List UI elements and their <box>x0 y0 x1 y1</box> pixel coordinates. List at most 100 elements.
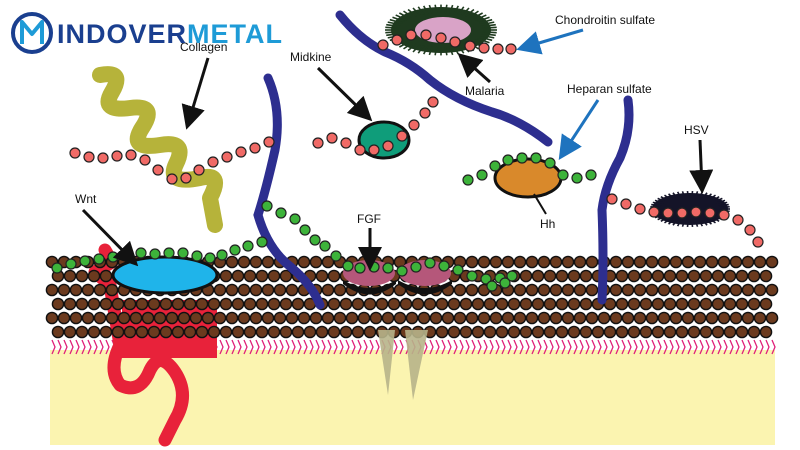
lipid-head <box>471 325 485 339</box>
arrow-heparan <box>558 99 600 161</box>
lipid-head <box>711 269 725 283</box>
glycan-bead <box>690 206 702 218</box>
glycan-bead <box>263 136 275 148</box>
label-chondroitin-sulfate: Chondroitin sulfate <box>555 13 655 27</box>
lipid-head <box>765 311 779 325</box>
lipid-head <box>525 255 539 269</box>
label-heparan-sulfate: Heparan sulfate <box>567 82 652 96</box>
arrow-hsv <box>689 139 714 194</box>
lipid-head <box>69 283 83 297</box>
lipid-head <box>207 325 221 339</box>
lipid-head <box>267 269 281 283</box>
glycan-bead <box>438 260 450 272</box>
lipid-head <box>285 311 299 325</box>
lipid-head <box>597 311 611 325</box>
lipid-head <box>189 311 203 325</box>
lipid-head <box>261 283 275 297</box>
lipid-head <box>303 325 317 339</box>
lipid-head <box>669 311 683 325</box>
glycan-bead <box>676 207 688 219</box>
lipid-head <box>639 297 653 311</box>
lipid-head <box>81 283 95 297</box>
glycan-bead <box>51 262 63 274</box>
glycan-bead <box>242 240 254 252</box>
lipid-head <box>471 297 485 311</box>
glycan-bead <box>499 277 511 289</box>
lipid-head <box>321 255 335 269</box>
lipid-head <box>327 269 341 283</box>
wnt-protein <box>111 255 219 295</box>
lipid-head <box>651 297 665 311</box>
lipid-head <box>555 269 569 283</box>
lipid-head <box>555 297 569 311</box>
glycan-bead <box>620 198 632 210</box>
lipid-head <box>321 283 335 297</box>
lipid-head <box>219 269 233 283</box>
lipid-head <box>561 311 575 325</box>
lipid-head <box>621 283 635 297</box>
lipid-head <box>63 269 77 283</box>
glycan-bead <box>207 156 219 168</box>
lipid-head <box>489 255 503 269</box>
glycan-bead <box>466 270 478 282</box>
lipid-head <box>93 311 107 325</box>
lipid-head <box>237 283 251 297</box>
lipid-head <box>579 269 593 283</box>
glycan-bead <box>382 262 394 274</box>
lipid-head <box>747 269 761 283</box>
lipid-head <box>747 297 761 311</box>
lipid-head <box>159 297 173 311</box>
lipid-head <box>669 283 683 297</box>
lipid-head <box>363 297 377 311</box>
lipid-head <box>171 297 185 311</box>
lipid-head <box>657 283 671 297</box>
lipid-head <box>441 311 455 325</box>
lipid-head <box>87 325 101 339</box>
lipid-head <box>459 325 473 339</box>
glycan-bead <box>139 154 151 166</box>
glycan-bead <box>275 207 287 219</box>
lipid-head <box>675 325 689 339</box>
lipid-head <box>693 283 707 297</box>
lipid-head <box>381 311 395 325</box>
glycan-bead <box>396 130 408 142</box>
glycan-bead <box>452 264 464 276</box>
core-protein-left <box>253 73 325 310</box>
glycan-bead <box>585 169 597 181</box>
lipid-head <box>105 311 119 325</box>
label-collagen: Collagen <box>180 40 227 54</box>
lipid-head <box>615 269 629 283</box>
lipid-head <box>525 311 539 325</box>
lipid-head <box>753 283 767 297</box>
lipid-head <box>129 311 143 325</box>
lipid-head <box>657 255 671 269</box>
lipid-head <box>609 283 623 297</box>
lipid-head <box>663 269 677 283</box>
lipid-head <box>609 311 623 325</box>
lipid-head <box>525 283 539 297</box>
glycan-bead <box>480 273 492 285</box>
lipid-head <box>195 325 209 339</box>
lipid-head <box>237 311 251 325</box>
label-wnt: Wnt <box>75 192 97 206</box>
lipid-head <box>633 255 647 269</box>
lipid-head <box>453 283 467 297</box>
lipid-head <box>249 311 263 325</box>
lipid-head <box>171 325 185 339</box>
lipid-head <box>93 283 107 297</box>
lipid-head <box>405 311 419 325</box>
lipid-head <box>621 311 635 325</box>
glycan-bead <box>410 261 422 273</box>
lipid-head <box>693 255 707 269</box>
lipid-head <box>81 311 95 325</box>
glycan-bead <box>191 250 203 262</box>
lipid-head <box>711 297 725 311</box>
lipid-head <box>495 325 509 339</box>
glycan-bead <box>204 252 216 264</box>
lipid-head <box>135 297 149 311</box>
lipid-head <box>63 297 77 311</box>
lipid-head <box>87 269 101 283</box>
lipid-head <box>747 325 761 339</box>
lipid-head <box>225 255 239 269</box>
lipid-head <box>615 297 629 311</box>
